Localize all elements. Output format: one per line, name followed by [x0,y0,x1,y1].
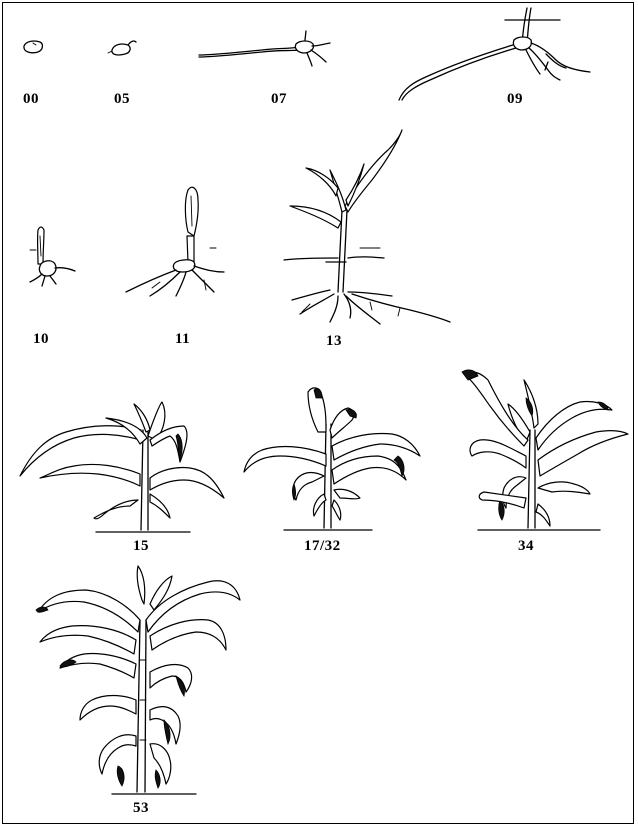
stage-label-05: 05 [114,91,130,107]
stage-label-09: 09 [507,91,523,107]
stage-label-13: 13 [326,333,342,349]
stage-00-seed [23,40,44,54]
stage-13-three-leaves [283,129,451,325]
stage-15-five-leaves [19,401,225,533]
stage-label-34: 34 [518,538,534,554]
stage-label-00: 00 [23,91,39,107]
stage-label-10: 10 [33,331,49,347]
stage-17-32-plant [243,387,421,531]
stage-34-plant [461,369,629,531]
stage-05-germinating-seed [107,40,137,56]
stage-09-coleoptile [398,7,591,101]
stage-11-first-leaf [125,186,225,297]
stage-label-11: 11 [175,331,191,347]
stage-label-53: 53 [133,800,149,816]
stage-10-emergence [29,226,76,287]
stage-53-plant [35,565,241,795]
stage-label-07: 07 [271,91,287,107]
stage-label-17-32: 17/32 [304,538,341,554]
stage-label-15: 15 [133,538,149,554]
stage-07-radicle [198,30,331,67]
